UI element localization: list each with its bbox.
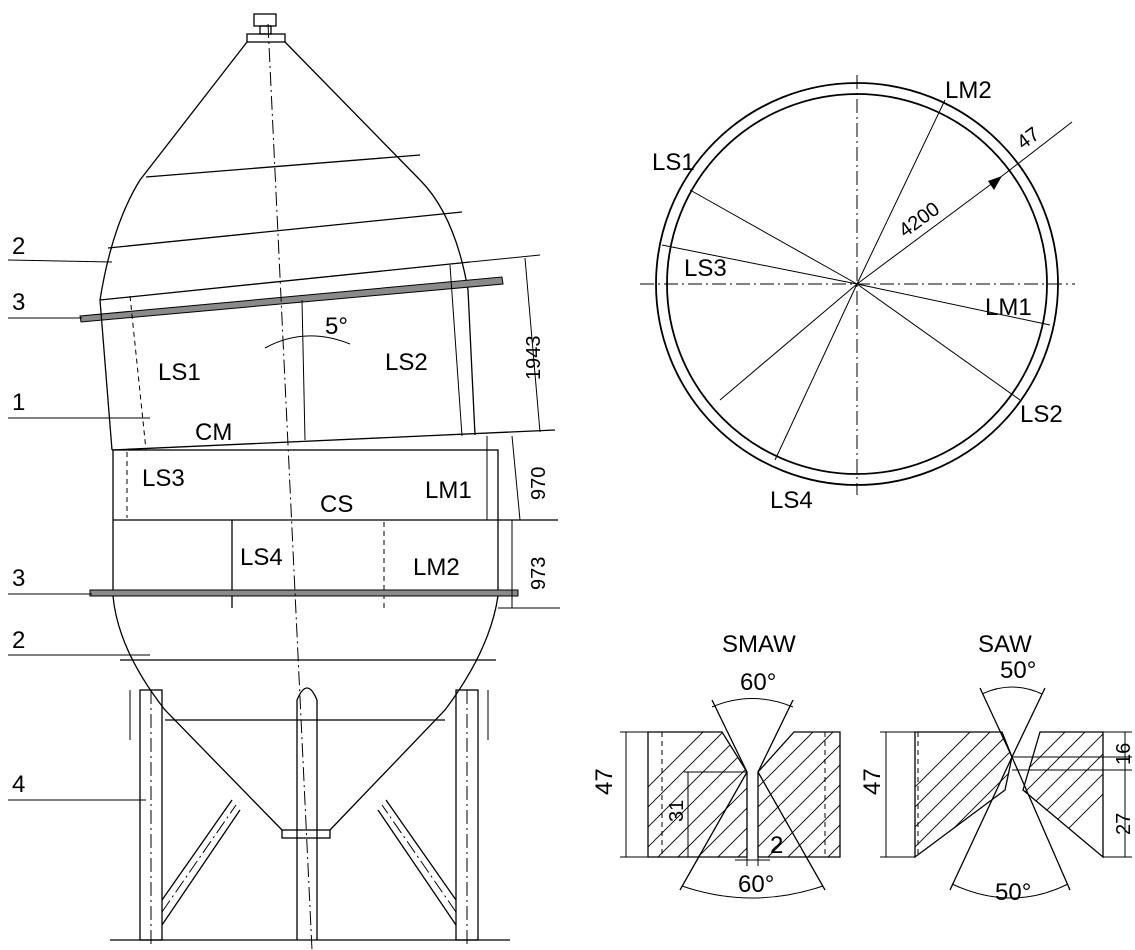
vessel-elevation <box>7 13 560 950</box>
smaw-joint-detail: SMAW 60° 60° 47 31 2 <box>591 631 841 899</box>
saw-joint-detail: SAW 50° 50° 47 16 27 <box>859 631 1135 906</box>
diameter-4200: 4200 <box>895 198 944 242</box>
smaw-top-angle: 60° <box>740 669 776 696</box>
vessel-labels: 2 3 1 3 2 4 5° LS1 LS2 CM LS3 LM1 CS LS4… <box>12 233 550 798</box>
thickness-47: 47 <box>1013 123 1044 154</box>
callout-1: 1 <box>12 389 25 416</box>
section-ls3: LS3 <box>684 255 727 282</box>
plate-ls2: LS2 <box>385 349 428 376</box>
saw-upper-depth: 16 <box>1113 743 1135 765</box>
smaw-root-gap: 2 <box>770 832 783 859</box>
callout-4: 4 <box>12 771 25 798</box>
shell-cross-section: LM2 LS1 LS3 LM1 LS2 LS4 4200 47 <box>640 75 1075 514</box>
saw-lower-depth: 27 <box>1113 813 1135 835</box>
callout-2-lower: 2 <box>12 627 25 654</box>
section-ls4: LS4 <box>770 487 813 514</box>
smaw-bottom-angle: 60° <box>738 871 774 898</box>
radius-arrowhead <box>988 176 1002 190</box>
plate-lm1: LM1 <box>425 477 472 504</box>
tilt-angle-label: 5° <box>325 313 348 340</box>
stiffener-ring-lower <box>89 589 519 597</box>
plate-ls3: LS3 <box>142 465 185 492</box>
smaw-title: SMAW <box>722 631 796 658</box>
callout-2-upper: 2 <box>12 233 25 260</box>
section-ls2: LS2 <box>1020 401 1063 428</box>
dim-970: 970 <box>528 467 550 500</box>
smaw-depth: 31 <box>666 800 688 822</box>
section-ls1: LS1 <box>652 149 695 176</box>
callout-3-upper: 3 <box>12 289 25 316</box>
saw-title: SAW <box>978 631 1032 658</box>
section-lm2: LM2 <box>945 77 992 104</box>
dim-1943: 1943 <box>523 336 545 381</box>
plate-ls1: LS1 <box>158 359 201 386</box>
saw-bottom-angle: 50° <box>995 879 1031 906</box>
plate-cm: CM <box>195 419 232 446</box>
plate-cs: CS <box>320 491 353 518</box>
section-lm1: LM1 <box>985 294 1032 321</box>
dim-973: 973 <box>528 557 550 590</box>
callout-3-lower: 3 <box>12 565 25 592</box>
plate-lm2: LM2 <box>413 554 460 581</box>
stiffener-ring-upper <box>79 276 504 323</box>
smaw-plate-thickness: 47 <box>591 768 618 795</box>
plate-ls4: LS4 <box>240 544 283 571</box>
saw-plate-thickness: 47 <box>859 768 886 795</box>
saw-top-angle: 50° <box>1000 657 1036 684</box>
